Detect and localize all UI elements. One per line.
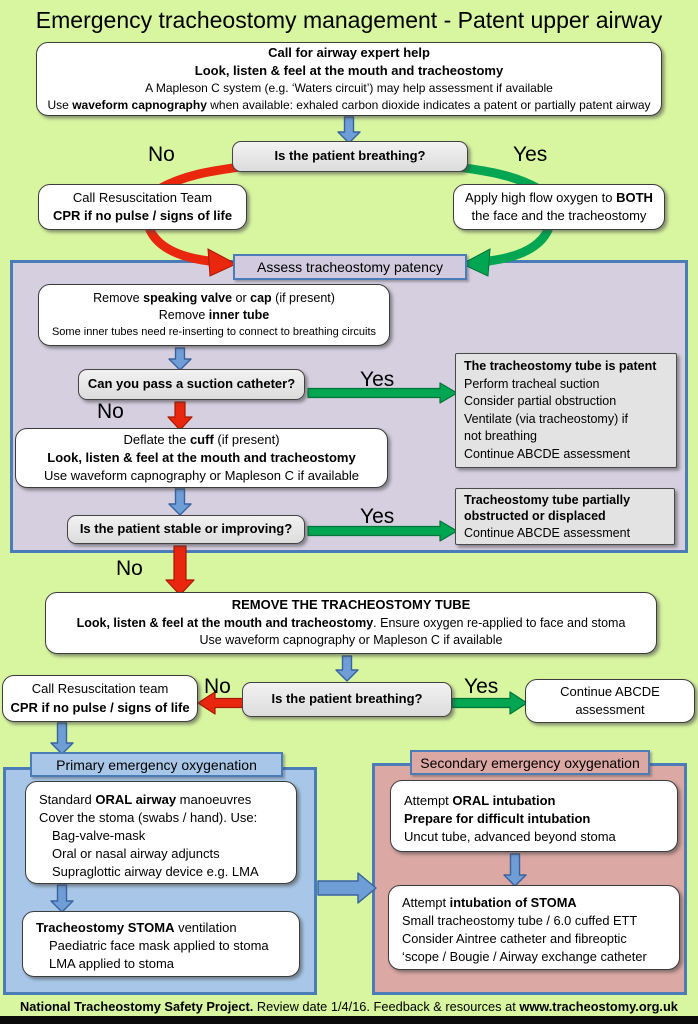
no-label: No [148, 143, 175, 166]
arrow-down-icon [50, 722, 74, 755]
footer-credit: National Tracheostomy Safety Project. Re… [20, 999, 678, 1014]
no-label: No [97, 400, 124, 423]
arrow-down-icon [335, 655, 359, 682]
no-curve-arrow [145, 225, 214, 266]
arrow-down-icon [337, 116, 361, 144]
remove-valve-box: Remove speaking valve or cap (if present… [38, 284, 390, 346]
arrow-right-icon [317, 872, 377, 904]
yes-curve-arrow [484, 225, 553, 266]
yes-label: Yes [513, 143, 548, 166]
yes-label: Yes [464, 675, 499, 698]
stable-improving-question: Is the patient stable or improving? [67, 515, 305, 544]
page-title: Emergency tracheostomy management - Pate… [35, 7, 663, 33]
yes-label: Yes [360, 368, 395, 391]
breathing-question-2: Is the patient breathing? [242, 682, 452, 717]
secondary-oxygenation-header: Secondary emergency oxygenation [410, 750, 650, 775]
no-label: No [116, 557, 143, 580]
bottom-bar [0, 1016, 698, 1024]
breathing-question-1: Is the patient breathing? [232, 141, 468, 172]
stoma-ventilation-box: Tracheostomy STOMA ventilation Paediatri… [22, 911, 300, 977]
no-label: No [204, 675, 231, 698]
assess-patency-header: Assess tracheostomy patency [233, 254, 467, 280]
yes-label: Yes [360, 505, 395, 528]
arrow-down-red-icon [165, 545, 195, 596]
suction-catheter-question: Can you pass a suction catheter? [78, 369, 305, 400]
deflate-cuff-box: Deflate the cuff (if present)Look, liste… [15, 428, 388, 488]
primary-oxygenation-header: Primary emergency oxygenation [30, 752, 283, 777]
